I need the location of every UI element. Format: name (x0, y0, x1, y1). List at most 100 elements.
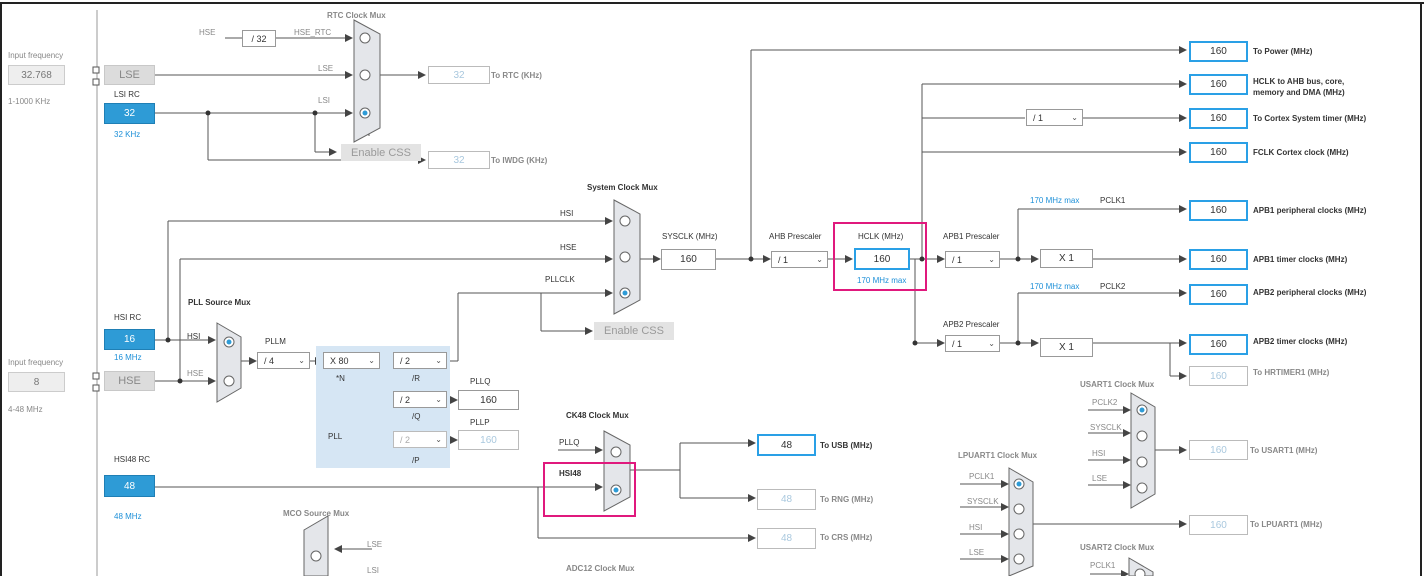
pllp-div-label: /P (412, 456, 420, 465)
lpuart1-hsi-label: HSI (969, 523, 983, 532)
chevron-down-icon: ⌄ (435, 356, 442, 365)
apb1-peripheral-output-value: 160 (1189, 200, 1248, 221)
lpuart1-lse-label: LSE (969, 548, 985, 557)
usart1-lse-label: LSE (1092, 474, 1108, 483)
plln-multiplier-value: X 80 (330, 355, 349, 366)
hse-input-frequency-field[interactable]: 8 (8, 372, 65, 392)
lsi-rc-block[interactable]: 32 (104, 103, 155, 124)
lse-oscillator-block[interactable]: LSE (104, 65, 155, 85)
apb1-prescaler-label: APB1 Prescaler (943, 232, 1000, 241)
usart1-clock-mux-title: USART1 Clock Mux (1080, 380, 1155, 389)
pllr-label: /R (412, 374, 420, 383)
ck48-clock-mux-title: CK48 Clock Mux (566, 411, 629, 420)
usart1-sysclk-label: SYSCLK (1090, 423, 1122, 432)
hsi-rc-title: HSI RC (114, 313, 142, 322)
usart2-mux-shape (1128, 557, 1154, 576)
hsi-rc-block[interactable]: 16 (104, 329, 155, 350)
sysclk-enable-css-button[interactable]: Enable CSS (594, 322, 674, 340)
usart2-pclk1-label: PCLK1 (1090, 561, 1116, 570)
pllp-divider-select[interactable]: / 2 ⌄ (393, 431, 447, 448)
mco-source-mux-title: MCO Source Mux (283, 509, 350, 518)
chevron-down-icon: ⌄ (988, 339, 995, 348)
ahb-prescaler-value: / 1 (778, 254, 789, 265)
crs-output-value: 48 (757, 528, 816, 549)
apb1-prescaler-value: / 1 (952, 254, 963, 265)
rtc-clock-mux-title: RTC Clock Mux (327, 11, 386, 20)
usart1-output-value: 160 (1189, 440, 1248, 460)
pclk2-label: PCLK2 (1100, 282, 1126, 291)
hsi48-rc-block[interactable]: 48 (104, 475, 155, 497)
pllm-label: PLLM (265, 337, 286, 346)
plln-label: *N (336, 374, 345, 383)
sysclk-value: 160 (661, 249, 716, 270)
apb1-prescaler-select[interactable]: / 1⌄ (945, 251, 1000, 268)
hrtimer-output-value: 160 (1189, 366, 1248, 386)
apb2-timer-output-label: APB2 timer clocks (MHz) (1253, 337, 1348, 346)
hclk-highlight-box (833, 222, 927, 291)
pllq-divider-select[interactable]: / 2⌄ (393, 391, 447, 408)
usart1-pclk2-label: PCLK2 (1092, 398, 1118, 407)
hsi-frequency-label: 16 MHz (114, 353, 142, 362)
pllr-divider-select[interactable]: / 2⌄ (393, 352, 447, 369)
lpuart1-output-label: To LPUART1 (MHz) (1250, 520, 1323, 529)
pll-source-mux-shape (216, 322, 242, 403)
mco-mux-shape (303, 515, 329, 576)
rng-output-value: 48 (757, 489, 816, 510)
sysclk-hse-label: HSE (560, 243, 577, 252)
pllq-output-value: 160 (458, 390, 519, 410)
lpuart1-mux-shape (1008, 467, 1034, 576)
apb1-timer-output-value: 160 (1189, 249, 1248, 270)
pll-src-hse-label: HSE (187, 369, 204, 378)
ahb-output-value: 160 (1189, 74, 1248, 95)
cortex-timer-divider-select[interactable]: / 1 ⌄ (1026, 109, 1083, 126)
ahb-output-label-line1: HCLK to AHB bus, core, (1253, 77, 1345, 86)
hse-oscillator-block[interactable]: HSE (104, 371, 155, 391)
rtc-lsi-label: LSI (318, 96, 331, 105)
pclk1-label: PCLK1 (1100, 196, 1126, 205)
iwdg-output-value: 32 (428, 151, 490, 169)
pllq-div-label: /Q (412, 412, 421, 421)
hclk-input[interactable]: 160 (854, 248, 910, 270)
rtc-enable-css-button[interactable]: Enable CSS (341, 144, 421, 161)
lse-input-frequency-field[interactable]: 32.768 (8, 65, 65, 85)
chevron-down-icon: ⌄ (298, 356, 305, 365)
chevron-down-icon: ⌄ (435, 435, 442, 444)
fclk-output-value: 160 (1189, 142, 1248, 163)
input-frequency-title-hse: Input frequency (8, 358, 64, 367)
lpuart1-sysclk-label: SYSCLK (967, 497, 999, 506)
apb2-timer-output-value: 160 (1189, 334, 1248, 355)
cortex-timer-divider-value: / 1 (1033, 112, 1044, 123)
ahb-prescaler-select[interactable]: / 1 ⌄ (771, 251, 828, 268)
apb1-timer-multiplier: X 1 (1040, 249, 1093, 268)
usart2-clock-mux-title: USART2 Clock Mux (1080, 543, 1155, 552)
iwdg-output-label: To IWDG (KHz) (491, 156, 548, 165)
apb2-prescaler-select[interactable]: / 1⌄ (945, 335, 1000, 352)
pllm-divider-select[interactable]: / 4⌄ (257, 352, 310, 369)
hsi48-frequency-label: 48 MHz (114, 512, 142, 521)
chevron-down-icon: ⌄ (1071, 113, 1078, 122)
lse-frequency-range: 1-1000 KHz (8, 97, 51, 106)
sysclk-label: SYSCLK (MHz) (662, 232, 718, 241)
rtc-output-label: To RTC (KHz) (491, 71, 542, 80)
rtc-lse-label: LSE (318, 64, 334, 73)
lpuart1-pclk1-label: PCLK1 (969, 472, 995, 481)
lsi-frequency-label: 32 KHz (114, 130, 141, 139)
plln-multiplier-select[interactable]: X 80⌄ (323, 352, 380, 369)
crs-output-label: To CRS (MHz) (820, 533, 873, 542)
ck48-mux-shape (603, 430, 631, 512)
apb1-peripheral-output-label: APB1 peripheral clocks (MHz) (1253, 206, 1367, 215)
pll-block-label: PLL (328, 432, 343, 441)
hsi48-rc-title: HSI48 RC (114, 455, 151, 464)
rtc-hse-label: HSE (199, 28, 216, 37)
ck48-pllq-label: PLLQ (559, 438, 580, 447)
ck48-hsi48-highlight-box (543, 462, 636, 517)
hclk-label: HCLK (MHz) (858, 232, 904, 241)
chevron-down-icon: ⌄ (816, 255, 823, 264)
apb2-peripheral-output-label: APB2 peripheral clocks (MHz) (1253, 288, 1367, 297)
fclk-output-label: FCLK Cortex clock (MHz) (1253, 148, 1349, 157)
apb2-prescaler-label: APB2 Prescaler (943, 320, 1000, 329)
hclk-max-label: 170 MHz max (857, 276, 907, 285)
pll-source-mux-title: PLL Source Mux (188, 298, 251, 307)
pllp-divider-value: / 2 (400, 434, 411, 445)
